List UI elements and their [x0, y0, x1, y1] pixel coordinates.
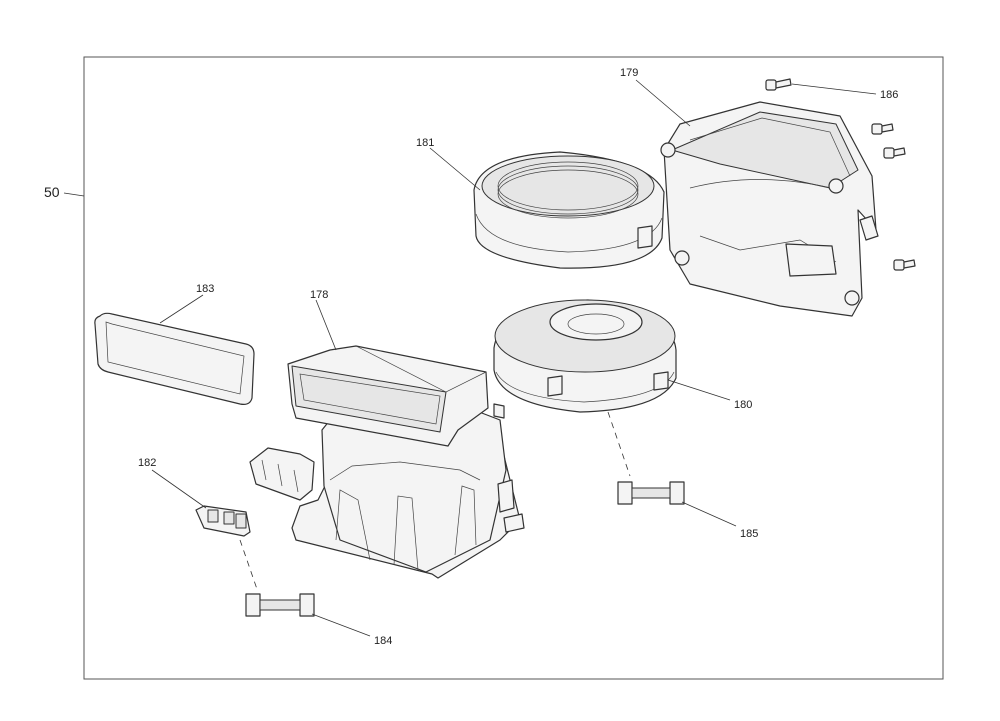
part-182-switch: [195, 505, 251, 537]
callout-186: 186: [880, 89, 898, 101]
part-180-fan-cover: [493, 299, 677, 413]
part-183-gasket: [94, 312, 255, 405]
part-179-shell: [660, 101, 879, 317]
callout-183: 183: [196, 283, 214, 295]
callout-178: 178: [310, 289, 328, 301]
part-178-housing: [249, 345, 525, 579]
group-label: 50: [44, 184, 60, 200]
part-181-ring: [473, 151, 665, 269]
callout-180: 180: [734, 399, 752, 411]
callout-185: 185: [740, 528, 758, 540]
callout-179: 179: [620, 67, 638, 79]
part-184-spacer: [245, 593, 315, 617]
callout-184: 184: [374, 635, 392, 647]
callout-181: 181: [416, 137, 434, 149]
part-186-screws: [765, 78, 916, 271]
callout-182: 182: [138, 457, 156, 469]
diagram-frame: [83, 56, 944, 680]
part-185-spacer: [617, 481, 685, 505]
